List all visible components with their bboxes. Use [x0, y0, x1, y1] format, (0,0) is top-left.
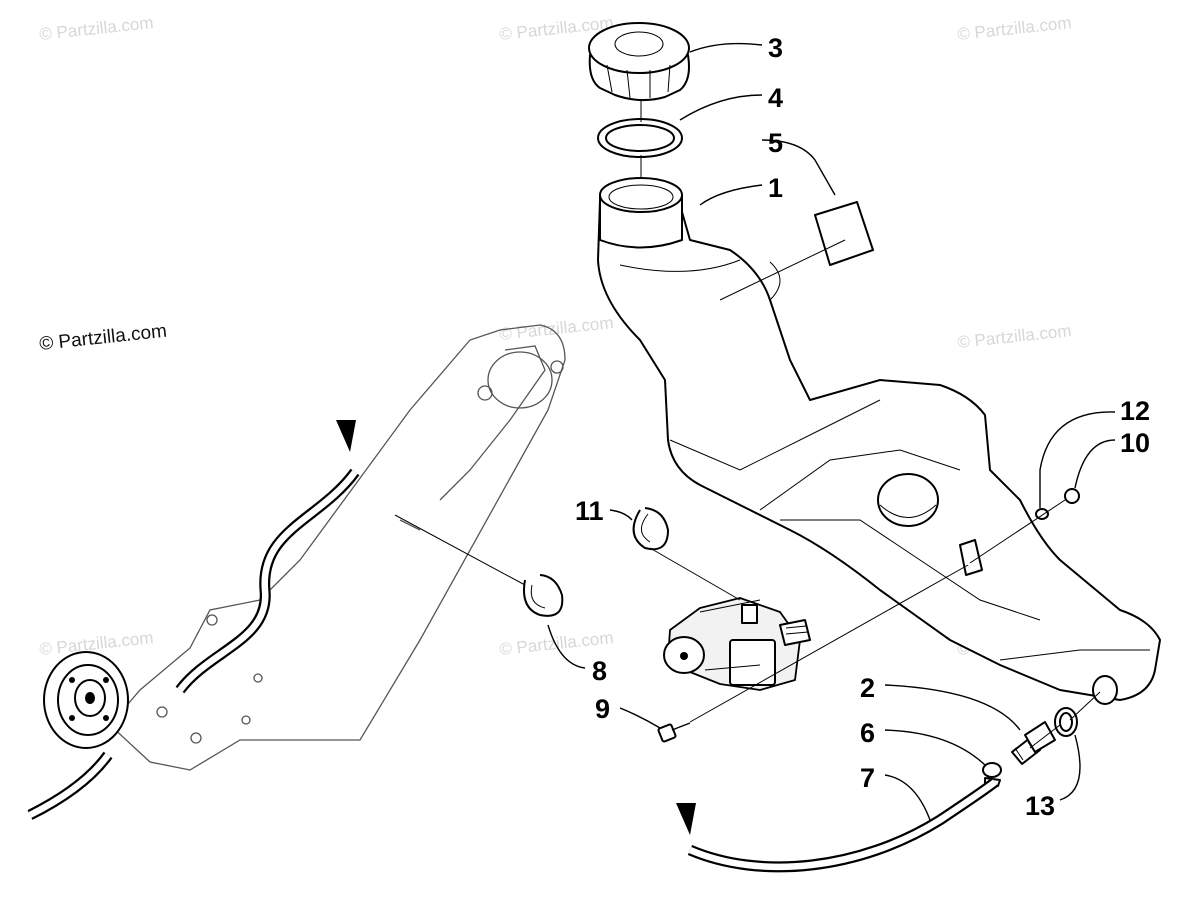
watermark: © Partzilla.com [956, 13, 1072, 44]
callout-11: 11 [575, 496, 604, 526]
fuel-cap [588, 22, 690, 101]
callout-10: 10 [1120, 428, 1150, 458]
flow-arrow-left [336, 420, 356, 452]
hose-clamp-8 [523, 574, 564, 617]
bolt [657, 722, 691, 743]
watermark: © Partzilla.com [498, 628, 614, 659]
pulley-wheel [43, 651, 129, 749]
washer [1035, 508, 1049, 520]
callout-2: 2 [860, 673, 875, 703]
callout-6: 6 [860, 718, 875, 748]
hose-clamp-11 [632, 507, 669, 551]
leader-lines [394, 42, 1116, 821]
cap-o-ring [597, 118, 683, 158]
callout-7: 7 [860, 763, 875, 793]
watermark-primary: © Partzilla.com [38, 321, 168, 355]
callout-3: 3 [768, 33, 783, 63]
fuel-tank [597, 199, 1161, 705]
filler-neck [599, 177, 683, 249]
flow-arrow-bottom [676, 803, 696, 835]
callout-5: 5 [768, 128, 783, 158]
hose-fitting [1011, 721, 1056, 765]
callout-4: 4 [768, 83, 783, 113]
watermark: © Partzilla.com [38, 13, 154, 44]
fuel-hose [687, 777, 999, 873]
fuel-pump [663, 597, 811, 691]
frame-bracket [109, 324, 566, 771]
callout-9: 9 [595, 694, 610, 724]
decal [814, 201, 874, 266]
callout-13: 13 [1025, 791, 1055, 821]
callout-1: 1 [768, 173, 783, 203]
callout-12: 12 [1120, 396, 1150, 426]
vent-hose-left [27, 468, 360, 820]
watermark: © Partzilla.com [956, 321, 1072, 352]
callout-8: 8 [592, 656, 607, 686]
fitting-o-ring [1054, 707, 1078, 737]
nut [1064, 488, 1080, 504]
